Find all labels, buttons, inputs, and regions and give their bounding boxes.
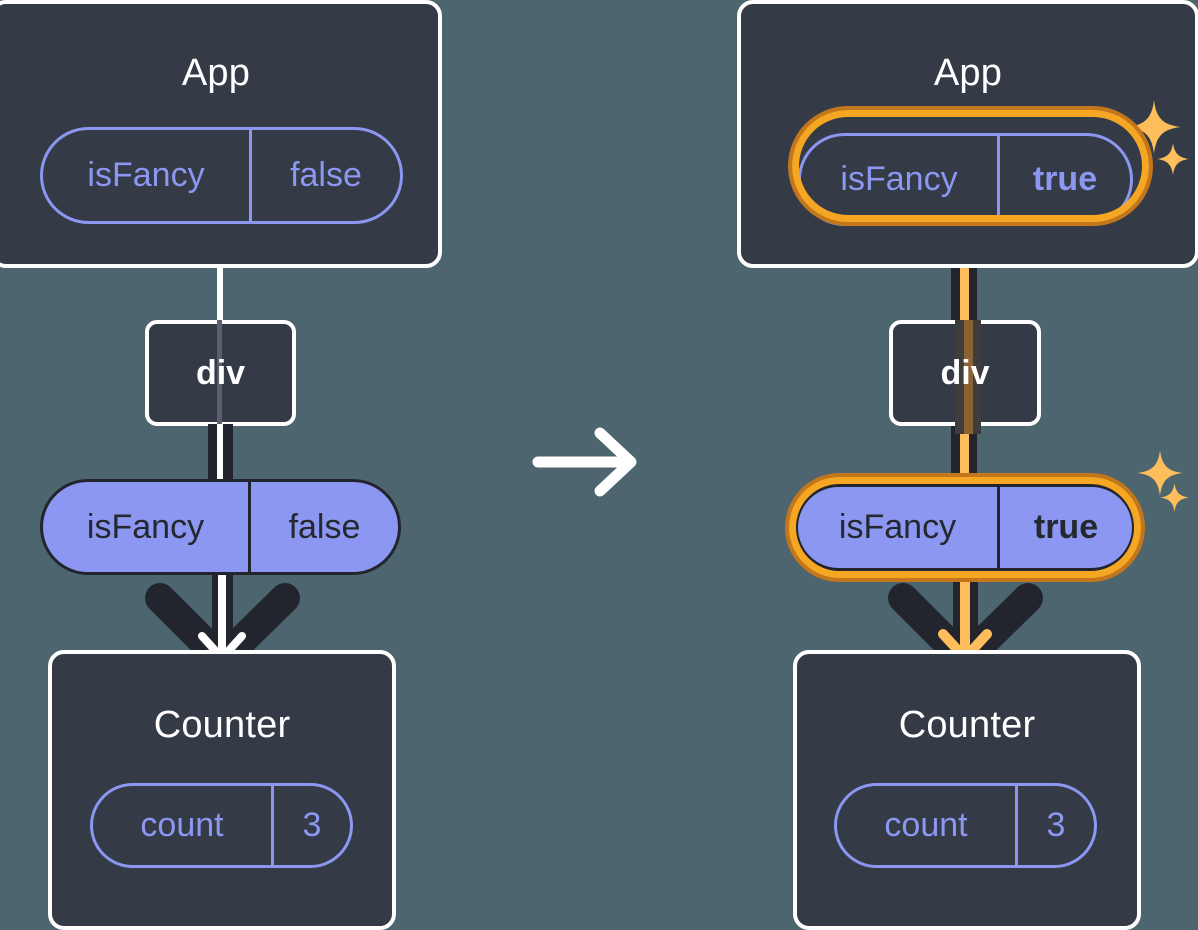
after-counter-title: Counter [898, 704, 1036, 746]
after-app-title: App [933, 52, 1003, 94]
after-app-state-key: isFancy [840, 160, 958, 198]
sparkle-icon-prop-small [1160, 483, 1189, 512]
before-counter-state-value: 3 [271, 786, 350, 865]
sparkle-icon-prop-large [1137, 450, 1183, 496]
before-connector-app-to-div [217, 262, 223, 322]
before-app-state-pill: isFancy false [40, 127, 403, 224]
after-app-state-value: true [997, 136, 1130, 223]
after-app-state-pill: isFancy true [798, 133, 1133, 226]
after-counter-state-value: 3 [1015, 786, 1094, 865]
after-connector-app-to-div-inner [960, 220, 969, 325]
before-connector-div-to-prop-inner [217, 424, 223, 486]
before-prop-pill: isFancy false [40, 479, 401, 575]
before-div-box: div [145, 320, 296, 434]
after-prop-pill: isFancy true [795, 484, 1135, 571]
before-app-state-value: false [249, 130, 400, 221]
before-app-state-key: isFancy [87, 156, 205, 194]
before-prop-value: false [248, 482, 398, 572]
before-counter-title: Counter [153, 704, 291, 746]
sparkle-icon-app-large [1127, 100, 1181, 154]
after-div-box: div [889, 320, 1041, 434]
after-counter-state-pill: count 3 [834, 783, 1097, 868]
before-line-through-div [217, 320, 222, 434]
before-counter-state-pill: count 3 [90, 783, 353, 868]
after-prop-key: isFancy [838, 508, 957, 546]
after-line-through-div-inner [964, 320, 973, 434]
before-app-title: App [181, 52, 251, 94]
after-counter-state-key: count [884, 806, 968, 844]
before-counter-state-key: count [140, 806, 224, 844]
sparkle-icon-app-small [1157, 143, 1189, 175]
before-div-label: div [195, 353, 246, 392]
before-prop-key: isFancy [86, 507, 205, 546]
after-prop-value: true [997, 487, 1132, 568]
arrow-right-icon [532, 427, 637, 497]
after-div-label: div [940, 353, 990, 392]
after-connector-div-to-prop-inner [960, 424, 969, 488]
